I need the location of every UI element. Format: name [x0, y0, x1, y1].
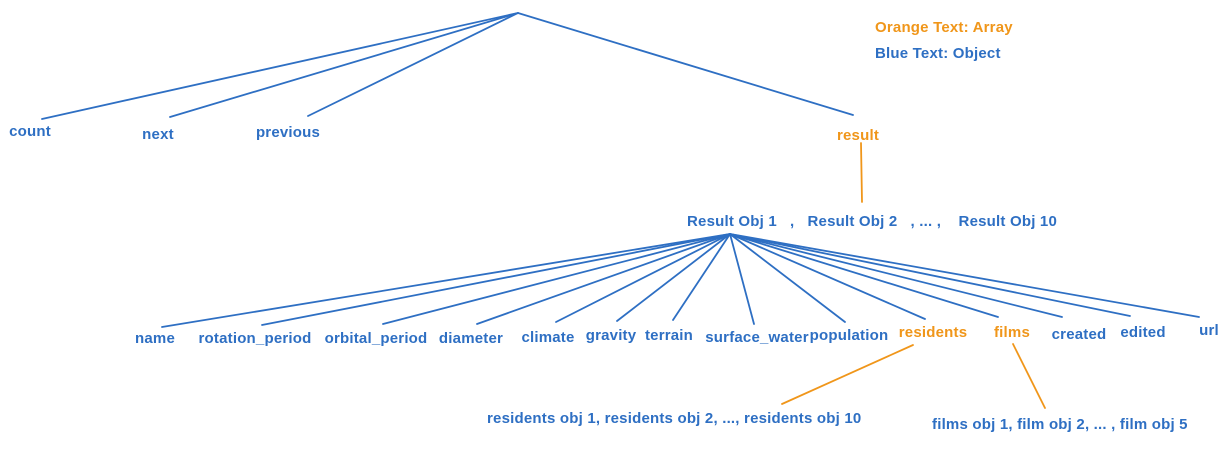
node-name: name	[135, 330, 175, 347]
node-films: films	[993, 324, 1031, 341]
edge-resultobj-edited	[729, 233, 1131, 317]
node-count: count	[9, 123, 51, 140]
edge-resultobj-diameter	[476, 233, 731, 325]
node-residents-items: residents obj 1, residents obj 2, ..., r…	[487, 410, 862, 427]
edge-resultobj-residents	[729, 233, 926, 320]
node-result-items: Result Obj 1 , Result Obj 2 , ... , Resu…	[687, 213, 1058, 230]
edge-resultobj-films	[729, 233, 999, 318]
node-created: created	[1051, 326, 1107, 343]
legend-array-label: Orange Text: Array	[875, 19, 1013, 36]
edge-residents-items	[781, 344, 914, 405]
edge-root-previous	[307, 12, 519, 117]
edge-resultobj-name	[161, 233, 731, 328]
node-rotation-period: rotation_period	[198, 330, 312, 347]
node-next: next	[142, 126, 174, 143]
edge-root-count	[41, 12, 519, 120]
legend-object-label: Blue Text: Object	[875, 45, 1001, 62]
node-url: url	[1199, 322, 1219, 339]
node-films-items: films obj 1, film obj 2, ... , film obj …	[932, 416, 1188, 433]
edge-resultobj-population	[729, 233, 846, 323]
edge-resultobj-gravity	[616, 233, 731, 322]
edge-resultobj-url	[729, 233, 1200, 318]
edge-result-items	[860, 142, 863, 203]
edge-resultobj-orbital_period	[382, 233, 731, 325]
node-gravity: gravity	[585, 327, 637, 344]
node-residents: residents	[898, 324, 968, 341]
edge-resultobj-climate	[555, 233, 731, 323]
node-orbital-period: orbital_period	[324, 330, 428, 347]
node-population: population	[809, 327, 889, 344]
edge-films-items	[1012, 343, 1046, 409]
edge-resultobj-rotation_period	[261, 233, 731, 326]
edge-resultobj-terrain	[672, 233, 731, 321]
edge-root-result	[517, 12, 854, 116]
edge-root-next	[169, 12, 519, 118]
node-result: result	[836, 127, 880, 144]
node-diameter: diameter	[438, 330, 504, 347]
node-terrain: terrain	[644, 327, 694, 344]
node-surface-water: surface_water	[705, 329, 809, 346]
node-edited: edited	[1120, 324, 1166, 341]
node-previous: previous	[255, 124, 321, 141]
edge-resultobj-created	[729, 233, 1063, 318]
node-climate: climate	[521, 329, 575, 346]
edge-resultobj-surface_water	[729, 233, 755, 325]
